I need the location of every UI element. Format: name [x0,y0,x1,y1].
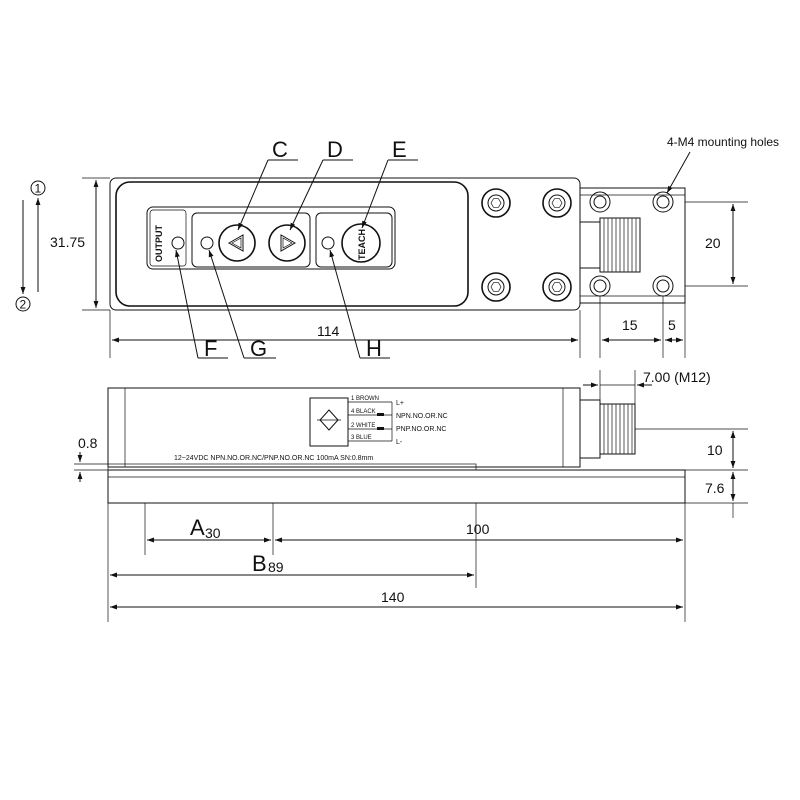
led-g [200,236,214,250]
wire-2-label: 2 WHITE [351,423,375,429]
circled-1 [30,180,46,196]
circled-1-text: 1 [35,182,42,196]
screw-tl [481,188,511,218]
circled-2 [15,296,31,312]
left-arrow-button[interactable] [218,224,256,262]
leader-d [289,159,324,231]
dim-15: 15 [622,317,638,333]
wire-4-label: 4 BLACK [351,409,376,415]
teach-cell [315,212,393,268]
dim-7-6: 7.6 [705,480,725,496]
pnp-label: PNP.NO.OR.NC [396,426,446,433]
dim-10: 10 [707,442,723,458]
mounting-holes-note: 4-M4 mounting holes [667,135,779,149]
output-cell [149,209,187,267]
leader-h [329,249,361,359]
screw-br [542,272,572,302]
dim-114: 114 [317,323,340,339]
label-e: E [392,137,407,162]
left-arrow-icon [227,234,244,252]
wire-4-res [377,413,384,416]
mounting-leader [666,151,691,194]
label-c: C [272,137,288,162]
dim-0-8: 0.8 [78,435,98,451]
leader-e [361,159,389,229]
dim-a-30: 30 [205,525,221,541]
circled-2-text: 2 [20,298,27,312]
base-plate-side [107,469,686,504]
mount-hole-2 [652,191,674,213]
right-arrow-icon [280,234,297,252]
m12-connector-top [579,217,641,273]
l-plus: L+ [396,400,404,407]
wire-2-res [377,427,384,430]
wire-1-label: 1 BROWN [351,396,379,402]
sensor-diamond-icon [319,409,339,431]
l-minus: L- [396,439,403,446]
top-view: OUTPUT TEACH [15,135,779,361]
keypad-frame [146,206,396,270]
base-plate-top [580,187,686,304]
npn-label: NPN.NO.OR.NC [396,413,448,420]
side-view: 1 BROWN 4 BLACK 2 WHITE 3 BLUE L+ NPN.NO… [74,369,748,622]
dim-100: 100 [466,521,490,537]
mount-hole-1 [589,191,611,213]
output-label: OUTPUT [154,225,164,263]
output-led [171,236,185,250]
right-arrow-icon-inner [282,237,293,249]
m12-connector-side [579,399,636,459]
dim-5: 5 [668,317,676,333]
front-panel [115,181,469,307]
dim-20: 20 [705,235,721,251]
wire-3-label: 3 BLUE [351,435,372,441]
right-arrow-button[interactable] [268,224,306,262]
dim-31-75: 31.75 [50,234,85,250]
dim-140: 140 [381,589,405,605]
dim-b-89: 89 [268,559,284,575]
label-a: A [190,515,205,540]
label-b: B [252,551,267,576]
spec-line: 12~24VDC NPN.NO.OR.NC/PNP.NO.OR.NC 100mA… [174,455,373,462]
dim-m12: 7.00 (M12) [643,369,711,385]
led-h [321,236,335,250]
left-arrow-icon-inner [231,237,242,249]
teach-label: TEACH [357,229,367,260]
leader-c [237,159,269,231]
arrow-keys-cell [191,212,311,268]
sensor-symbol-box [309,397,349,447]
label-d: D [327,137,343,162]
mount-hole-4 [652,275,674,297]
teach-button[interactable] [341,223,381,263]
screw-tr [542,188,572,218]
mount-hole-3 [589,275,611,297]
screw-bl [481,272,511,302]
